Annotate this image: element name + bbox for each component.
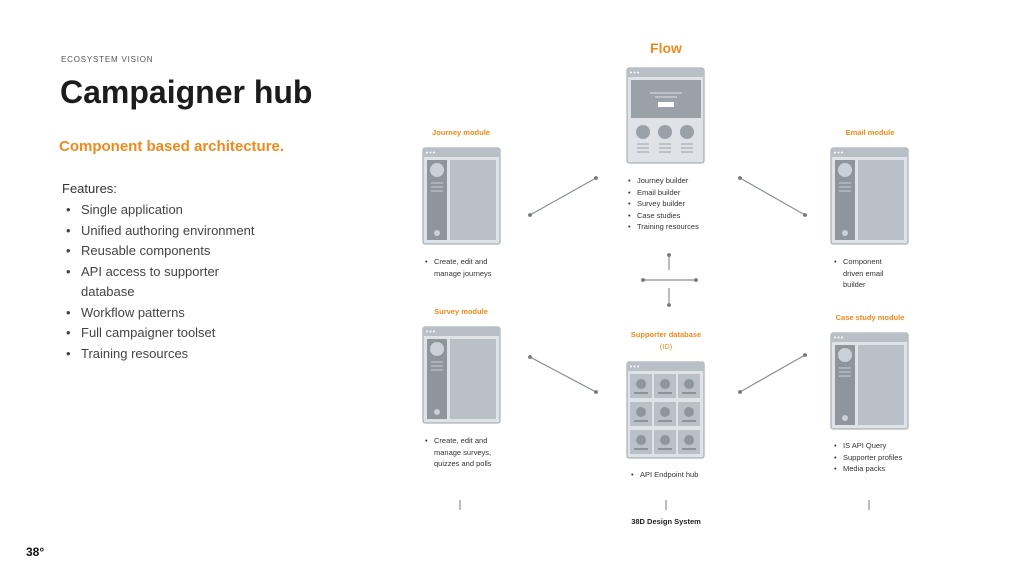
- feature-item: Unified authoring environment: [66, 221, 261, 242]
- survey-item: Create, edit and manage surveys, quizzes…: [425, 435, 505, 470]
- flow-item: Journey builder: [628, 175, 738, 187]
- feature-item: Reusable components: [66, 241, 261, 262]
- case-study-item: Media packs: [834, 463, 924, 475]
- journey-module-label: Journey module: [432, 128, 490, 137]
- connector-journey: [528, 176, 598, 217]
- database-item: API Endpoint hub: [631, 469, 721, 481]
- feature-item: Training resources: [66, 344, 261, 365]
- flow-item: Email builder: [628, 187, 738, 199]
- brand-logo: 38°: [26, 545, 45, 559]
- email-module-label: Email module: [845, 128, 895, 137]
- email-items: Component driven email builder: [834, 256, 904, 291]
- database-items: API Endpoint hub: [631, 469, 721, 481]
- flow-items: Journey builder Email builder Survey bui…: [628, 175, 738, 233]
- connector-survey: [528, 355, 598, 394]
- flow-item: Training resources: [628, 221, 738, 233]
- flow-title: Flow: [650, 40, 682, 56]
- eyebrow-label: ECOSYSTEM VISION: [61, 55, 154, 64]
- journey-window: [422, 147, 501, 245]
- feature-item: API access to supporter database: [66, 262, 261, 303]
- case-study-item: Supporter profiles: [834, 452, 924, 464]
- features-list: Single application Unified authoring env…: [66, 200, 261, 364]
- case-study-window: [830, 332, 909, 430]
- database-sublabel: (ID): [659, 342, 673, 351]
- connector-lines: [459, 176, 870, 510]
- features-heading: Features:: [62, 181, 117, 196]
- connector-case-study: [738, 353, 807, 394]
- case-study-item: IS API Query: [834, 440, 924, 452]
- journey-item: Create, edit and manage journeys: [425, 256, 505, 279]
- survey-window: [422, 326, 501, 424]
- connector-email: [738, 176, 807, 217]
- design-system-label: 38D Design System: [631, 517, 701, 526]
- flow-window: [626, 67, 705, 164]
- feature-item: Full campaigner toolset: [66, 323, 261, 344]
- survey-module-label: Survey module: [434, 307, 488, 316]
- feature-item: Workflow patterns: [66, 303, 261, 324]
- email-window: [830, 147, 909, 245]
- flow-item: Survey builder: [628, 198, 738, 210]
- survey-items: Create, edit and manage surveys, quizzes…: [425, 435, 505, 470]
- page-subtitle: Component based architecture.: [59, 138, 285, 155]
- email-item: Component driven email builder: [834, 256, 904, 291]
- flow-item: Case studies: [628, 210, 738, 222]
- feature-item: Single application: [66, 200, 261, 221]
- case-study-module-label: Case study module: [835, 313, 905, 322]
- page-title: Campaigner hub: [60, 74, 313, 110]
- case-study-items: IS API Query Supporter profiles Media pa…: [834, 440, 924, 475]
- database-window: [626, 361, 705, 459]
- journey-items: Create, edit and manage journeys: [425, 256, 505, 279]
- database-label: Supporter database: [630, 330, 702, 339]
